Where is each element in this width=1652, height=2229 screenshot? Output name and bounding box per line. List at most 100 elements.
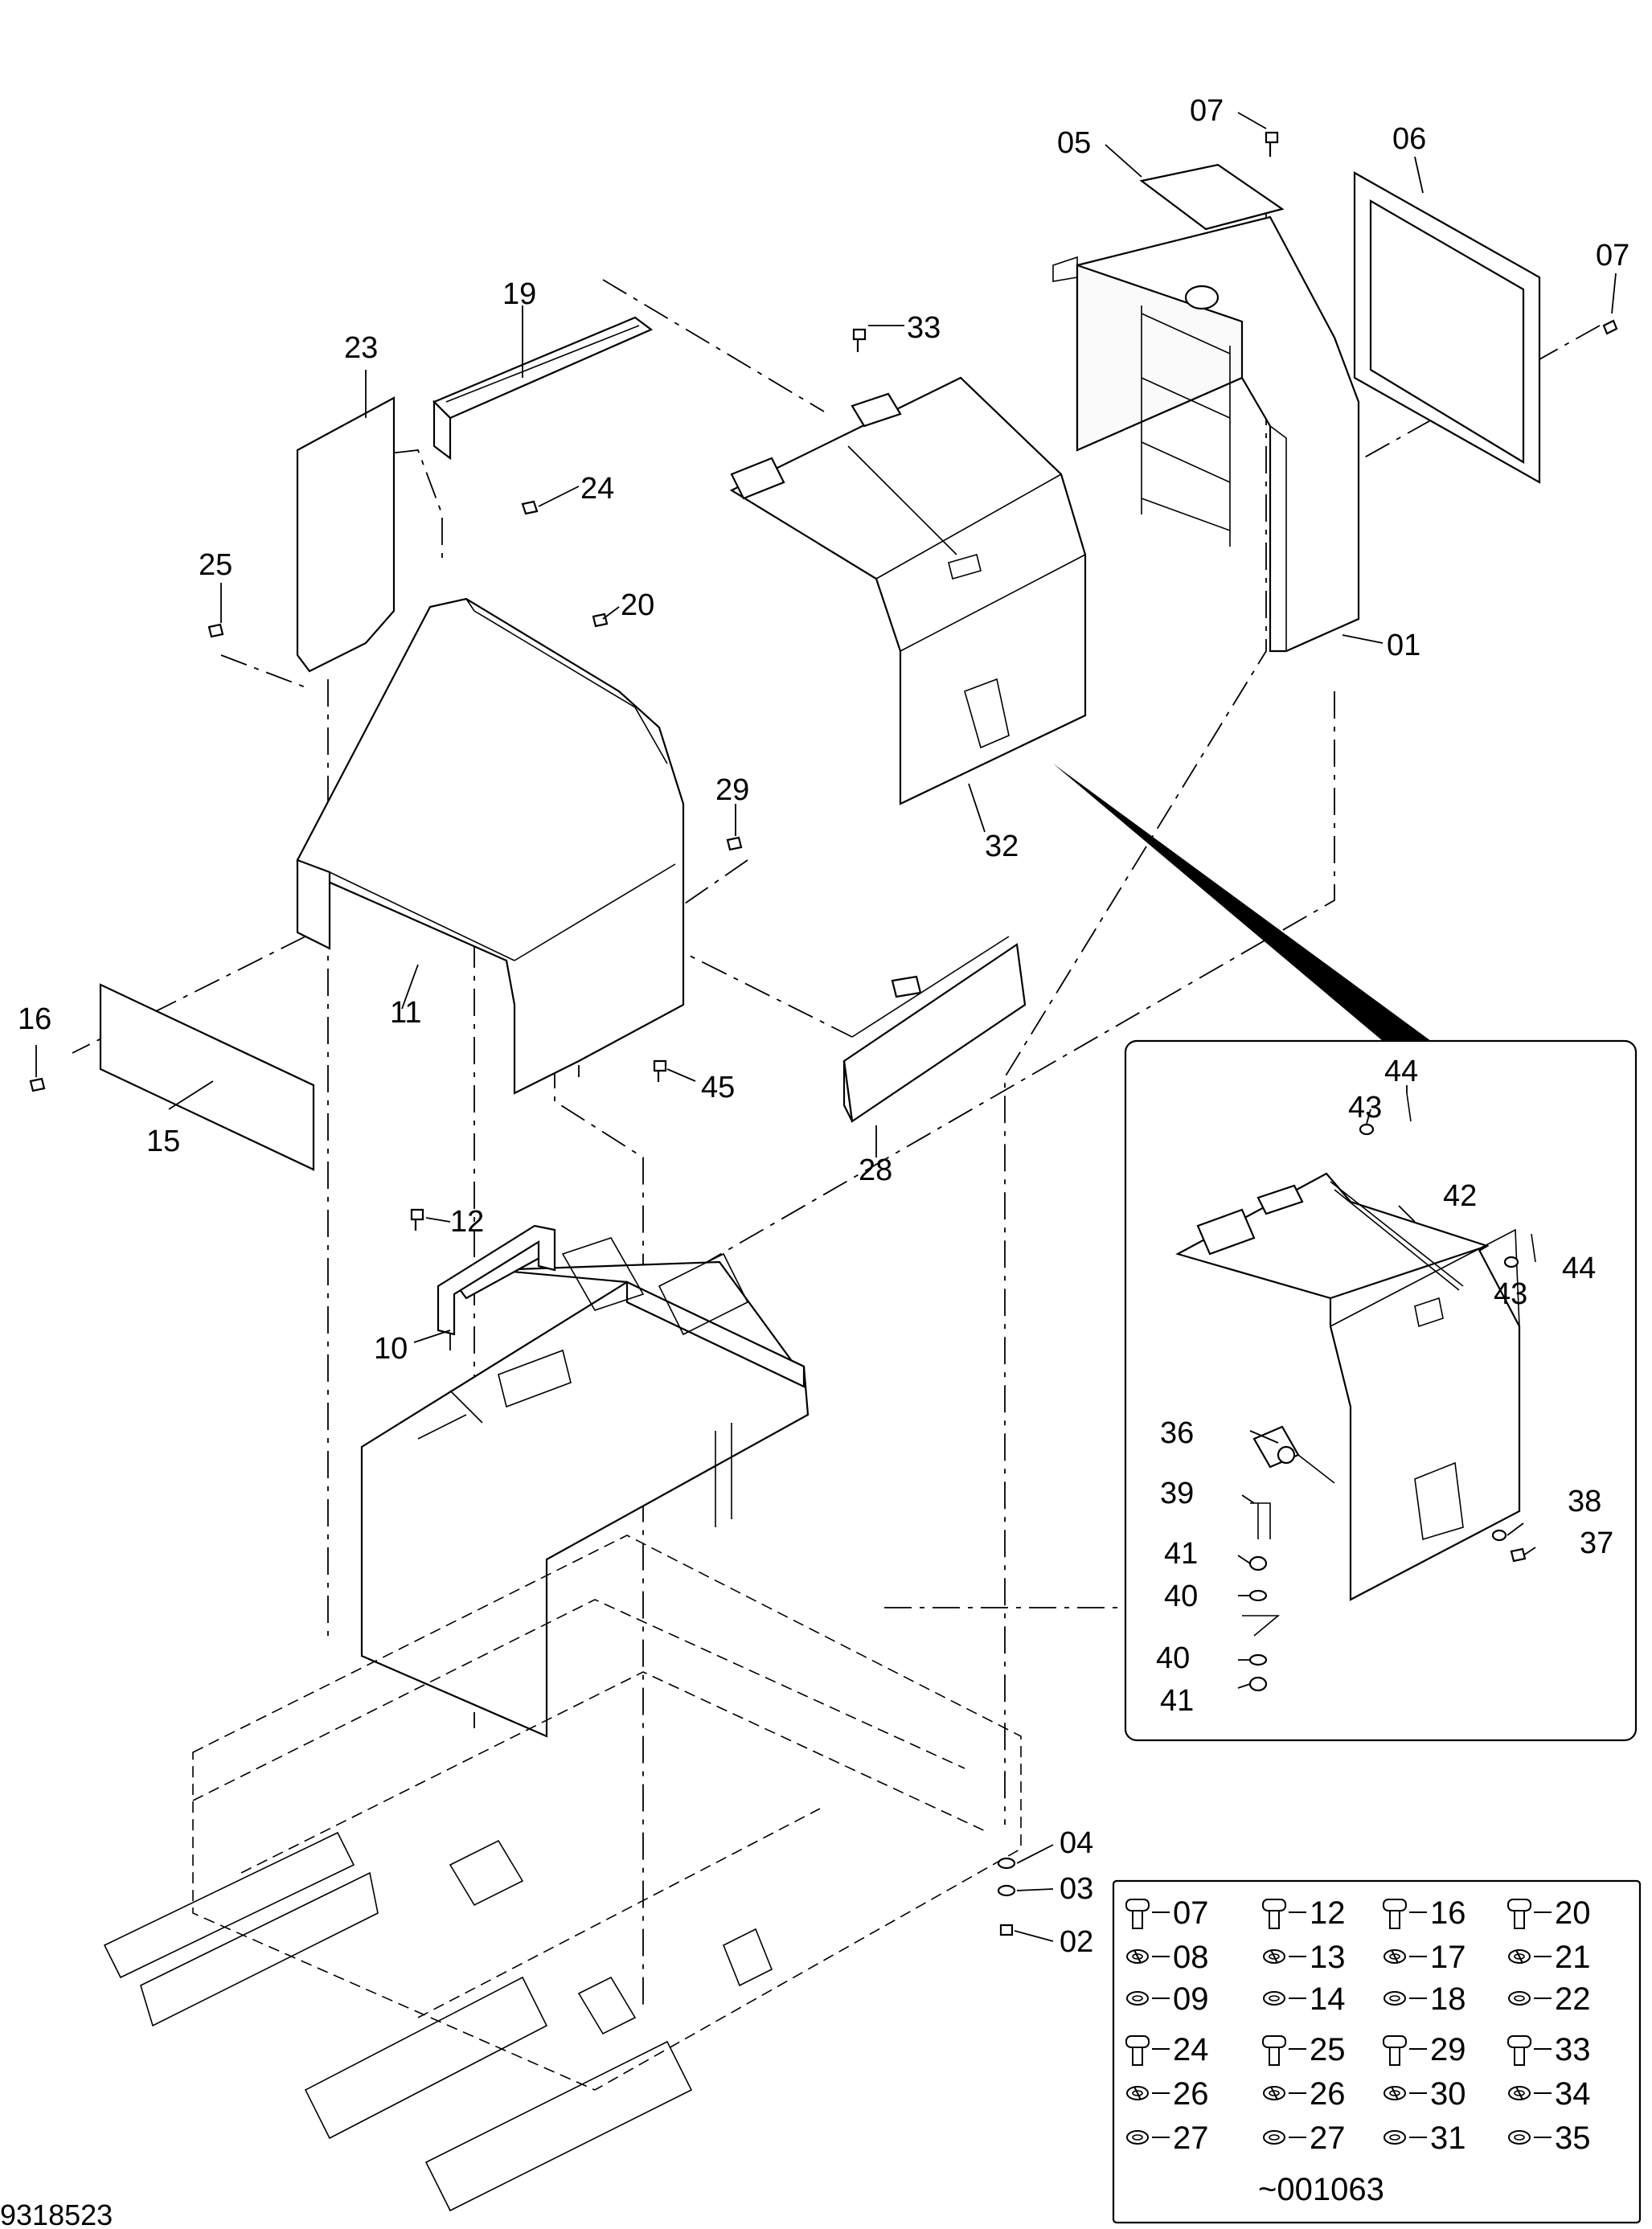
rail-19	[432, 316, 654, 461]
detail-inset	[1124, 1039, 1638, 1742]
legend-part-number: 17	[1430, 1940, 1466, 1975]
bolts	[29, 131, 1618, 1936]
label-01: 01	[1387, 629, 1420, 662]
label-10: 10	[374, 1332, 408, 1366]
plain-washer-icon	[1263, 2130, 1306, 2145]
legend-part-number: 22	[1555, 1981, 1591, 2017]
label-39: 39	[1160, 1477, 1194, 1510]
legend-fastener-icons	[1125, 1899, 1552, 2145]
bolt-icon	[1125, 2035, 1170, 2066]
label-33: 33	[907, 311, 941, 345]
box-28	[842, 936, 1027, 1123]
bolt-icon	[1125, 1899, 1170, 1929]
spring-washer-icon	[1263, 1949, 1306, 1964]
spring-washer-icon	[1508, 1949, 1552, 1964]
main-cover-11	[296, 597, 685, 1095]
undercarriage-frame	[103, 1534, 1022, 2212]
label-38: 38	[1568, 1485, 1601, 1518]
label-44-top: 44	[1384, 1055, 1418, 1088]
label-06: 06	[1392, 122, 1426, 156]
legend-part-number: 08	[1173, 1940, 1209, 1975]
side-panel-23	[296, 396, 396, 673]
label-23: 23	[344, 331, 378, 365]
label-16: 16	[18, 1002, 51, 1036]
plain-washer-icon	[1508, 2130, 1552, 2145]
label-42: 42	[1443, 1179, 1477, 1213]
spring-washer-icon	[1263, 2086, 1306, 2100]
legend-part-number: 31	[1430, 2120, 1466, 2156]
label-41-top: 41	[1164, 1537, 1198, 1571]
plain-washer-icon	[1383, 2130, 1427, 2145]
legend-part-number: 27	[1310, 2120, 1346, 2156]
legend-part-number: 27	[1173, 2120, 1209, 2156]
bolt-icon	[1383, 2035, 1427, 2066]
bolt-icon	[1507, 1899, 1552, 1929]
label-04: 04	[1060, 1826, 1093, 1860]
label-02: 02	[1060, 1925, 1093, 1959]
support-frame	[360, 1236, 810, 1738]
cover-plate-05	[1139, 163, 1285, 231]
label-28: 28	[859, 1153, 892, 1187]
legend-part-number: 34	[1555, 2076, 1591, 2112]
spring-washer-icon	[1508, 2086, 1552, 2100]
label-29: 29	[715, 773, 749, 807]
spring-washer-icon	[1383, 1949, 1427, 1964]
legend-part-number: 35	[1555, 2120, 1591, 2156]
label-44-right: 44	[1562, 1252, 1596, 1285]
label-19: 19	[502, 277, 536, 311]
label-37: 37	[1580, 1526, 1613, 1560]
label-20: 20	[621, 588, 654, 622]
radiator-housing	[1052, 215, 1360, 653]
plain-washer-icon	[1126, 2130, 1170, 2145]
spring-washer-icon	[1126, 1949, 1170, 1964]
legend-part-number: 21	[1555, 1940, 1591, 1975]
bolt-icon	[1383, 1899, 1427, 1929]
label-41-bottom: 41	[1160, 1684, 1194, 1718]
detail-pointer	[1053, 764, 1431, 1041]
legend-part-number: 26	[1173, 2076, 1209, 2112]
legend-part-number: 30	[1430, 2076, 1466, 2112]
gasket-frame-06	[1353, 171, 1541, 484]
label-15: 15	[146, 1125, 180, 1158]
bolt-icon	[1262, 2035, 1306, 2066]
label-43-top: 43	[1348, 1091, 1382, 1125]
legend-part-number: 18	[1430, 1981, 1466, 2017]
label-12: 12	[450, 1205, 484, 1239]
label-25: 25	[199, 548, 232, 582]
leader-lines	[35, 112, 1617, 1942]
legend-part-number: 14	[1310, 1981, 1346, 2017]
label-05: 05	[1057, 126, 1091, 160]
label-40-bottom: 40	[1156, 1641, 1190, 1675]
label-07-top: 07	[1190, 94, 1224, 128]
part-labels: 07 05 06 07 01 33 19 23 24 25 20 29 32 1…	[18, 94, 1629, 1959]
label-03: 03	[1060, 1872, 1093, 1906]
legend-part-number: 24	[1173, 2032, 1209, 2067]
label-43-right: 43	[1494, 1277, 1527, 1311]
plain-washer-icon	[1263, 1991, 1306, 2006]
plate-15	[99, 983, 315, 1171]
label-24: 24	[580, 472, 614, 506]
label-45: 45	[701, 1071, 735, 1104]
spring-washer-icon	[1383, 2086, 1427, 2100]
legend-part-number: 26	[1310, 2076, 1346, 2112]
plain-washer-icon	[1508, 1991, 1552, 2006]
label-40-top: 40	[1164, 1580, 1198, 1613]
legend-part-number: 12	[1310, 1895, 1346, 1931]
legend-part-number: 20	[1555, 1895, 1591, 1931]
legend-part-number: 33	[1555, 2032, 1591, 2067]
bolt-icon	[1507, 2035, 1552, 2066]
serial-note: ~001063	[1258, 2172, 1384, 2207]
bolt-icon	[1262, 1899, 1306, 1929]
label-07-right: 07	[1596, 239, 1629, 272]
legend-part-number: 25	[1310, 2032, 1346, 2067]
legend-part-number: 09	[1173, 1981, 1209, 2017]
legend-part-number: 29	[1430, 2032, 1466, 2067]
detail-labels: 44 43 42 44 43 36 39 41 40 40 41 38 37	[1156, 1055, 1613, 1718]
plain-washer-icon	[1383, 1991, 1427, 2006]
legend-part-number: 16	[1430, 1895, 1466, 1931]
drawing-number: 9318523	[0, 2198, 113, 2229]
legend-part-number: 07	[1173, 1895, 1209, 1931]
